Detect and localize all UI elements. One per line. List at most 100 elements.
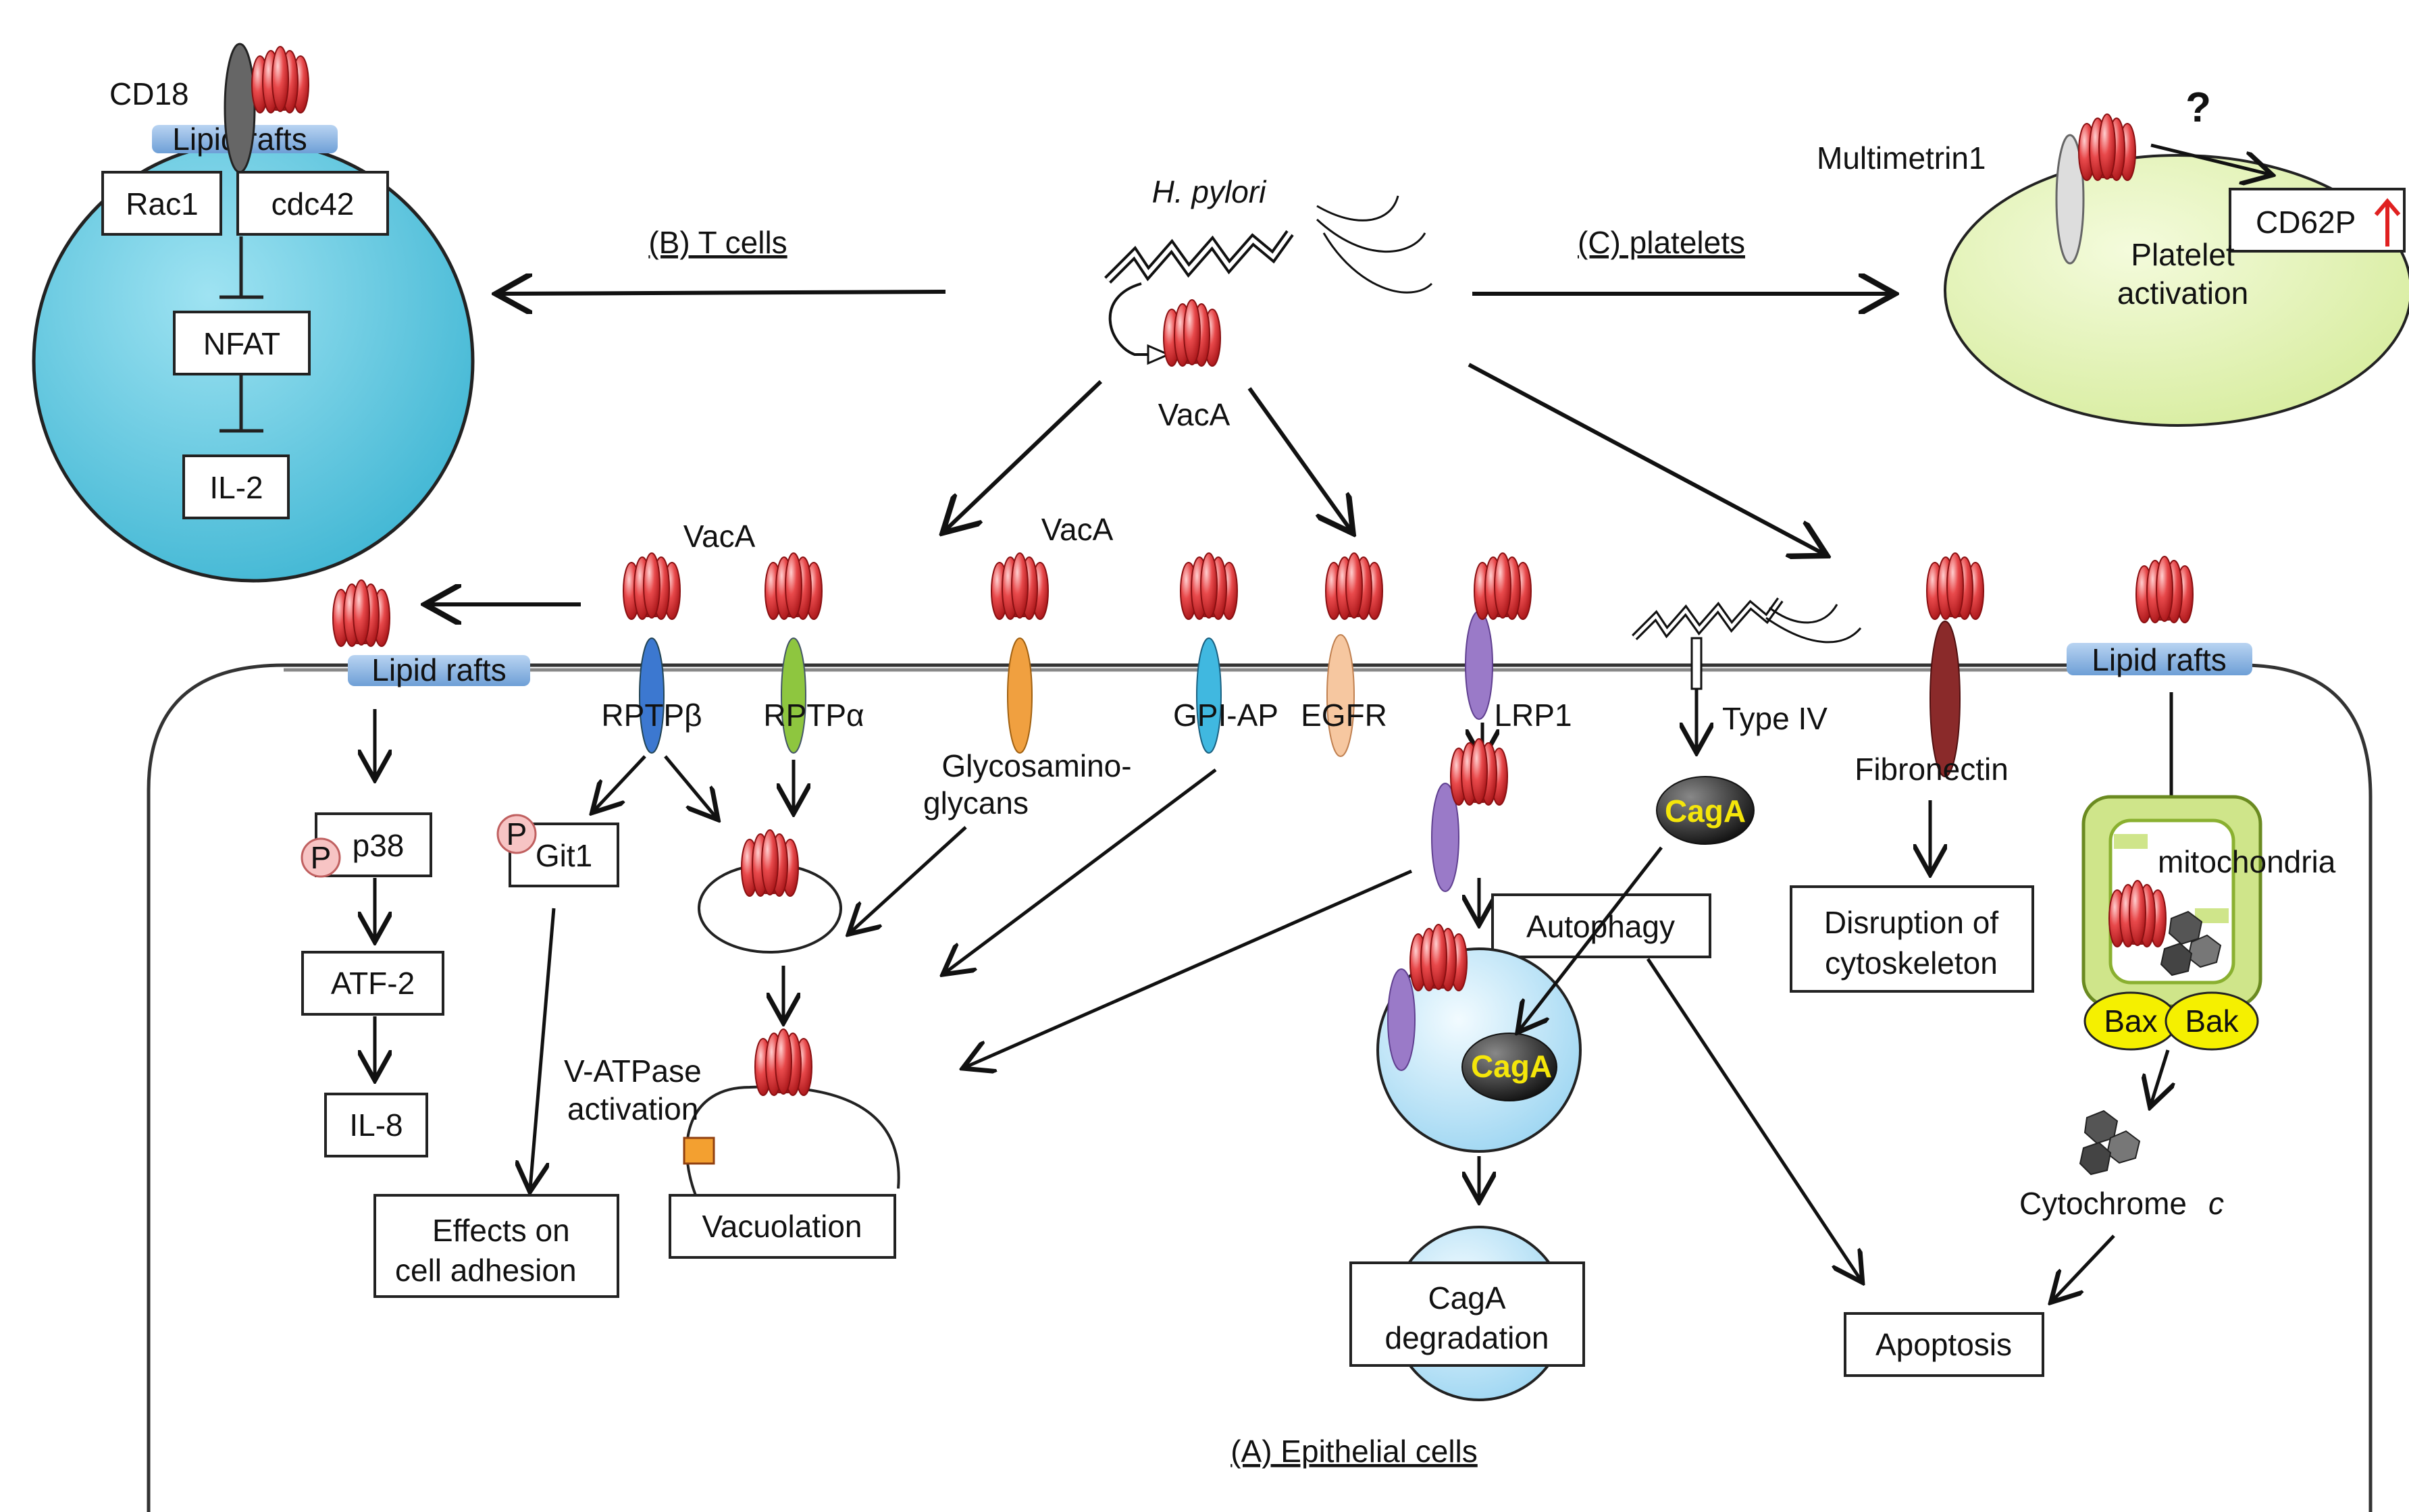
p38-label: p38 [353, 828, 405, 863]
rptpb-vaca [623, 552, 681, 620]
atf2-label: ATF-2 [331, 966, 415, 1001]
arrow-to-t-cells [500, 292, 946, 294]
h-pylori-label: H. pylori [1152, 174, 1267, 209]
cagA-inner-label: CagA [1471, 1049, 1552, 1084]
platelet-activation-line1: Platelet [2131, 237, 2235, 272]
epithelial-heading: (A) Epithelial cells [1231, 1434, 1478, 1469]
question-mark: ? [2185, 84, 2211, 131]
platelets-heading: (C) platelets [1578, 225, 1745, 260]
git1-p-label: P [507, 816, 527, 852]
cdc42-label: cdc42 [271, 186, 355, 221]
type-iv-bacterium [1634, 600, 1862, 750]
vacuolation-box [669, 1194, 896, 1259]
bak [2165, 991, 2259, 1051]
rac1-label: Rac1 [126, 186, 198, 221]
rptpb-label: RPTPβ [601, 698, 702, 733]
rptpa-label: RPTPα [763, 698, 864, 733]
git1-phospho [496, 814, 537, 854]
il2-label: IL-2 [209, 470, 263, 505]
adhesion-box [373, 1194, 619, 1298]
disruption-label-1: Disruption of [1824, 905, 1998, 940]
vacuole [685, 1085, 900, 1196]
multimetrin-label: Multimetrin1 [1817, 140, 1986, 176]
lipid-rafts-left-vaca [332, 579, 390, 647]
lipid-rafts-right-vaca [2135, 556, 2194, 623]
gpiap-label: GPI-AP [1173, 698, 1278, 733]
il2-box [182, 454, 290, 519]
vaca-left-label: VacA [683, 519, 756, 554]
arrow-to-type-iv [1468, 363, 1823, 554]
t-cells-heading: (B) T cells [648, 225, 787, 260]
bax-label: Bax [2104, 1003, 2157, 1039]
mitochondria-vaca [2108, 880, 2167, 947]
cd62p-box [2229, 188, 2406, 253]
adhesion-label-2: cell adhesion [395, 1253, 577, 1288]
apoptosis-box [1844, 1312, 2044, 1377]
lrp1-label: LRP1 [1494, 698, 1572, 733]
cd18-receptor [224, 43, 256, 174]
vaca-mid-label: VacA [1041, 512, 1114, 547]
vatpase-label-2: activation [567, 1091, 698, 1126]
cd62p-label: CD62P [2256, 205, 2356, 240]
arrow-to-vaca-right [1247, 387, 1351, 530]
il8-box [324, 1093, 428, 1157]
p38-phospho [301, 837, 341, 878]
type-iv-label: Type IV [1722, 701, 1828, 736]
cytochrome-label: Cytochrome [2019, 1186, 2187, 1221]
lipid-rafts-right-label: Lipid rafts [2092, 642, 2226, 677]
mitochondria-label: mitochondria [2158, 844, 2336, 879]
multimetrin-arrow [2150, 143, 2269, 174]
cytochrome-c-label: c [2208, 1186, 2224, 1221]
il8-label: IL-8 [349, 1107, 403, 1143]
platelet-panel: Multimetrin1 ? CD62P Platelet activation [1817, 84, 2409, 427]
git1-label: Git1 [536, 838, 592, 873]
vacuole-vaca [754, 1028, 812, 1096]
lrp1-vaca [1474, 552, 1532, 620]
t-cell-panel: Lipid rafts CD18 Rac1 cdc42 NFAT IL-2 [32, 43, 475, 583]
secreted-vaca-label: VacA [1158, 397, 1231, 432]
platelet-vaca [2078, 113, 2136, 181]
gag-label-2: glycans [923, 785, 1029, 820]
cagA-degradation-label-2: degradation [1385, 1320, 1549, 1355]
adhesion-label-1: Effects on [432, 1213, 570, 1248]
platelet-activation-line2: activation [2117, 276, 2248, 311]
arrow-to-vaca-left [946, 380, 1103, 530]
cytochrome-c-cluster [2079, 1110, 2141, 1176]
p38-p-label: P [311, 840, 332, 875]
vatpase-label-1: V-ATPase [564, 1053, 702, 1089]
autophagosome-vaca [1409, 924, 1468, 991]
egfr-label: EGFR [1301, 698, 1387, 733]
lipid-rafts-right-bar [2067, 643, 2252, 675]
rptpa-vaca [765, 552, 823, 620]
fibronectin-vaca [1926, 552, 1984, 620]
vacuolation-label: Vacuolation [702, 1209, 862, 1244]
egfr-vaca [1325, 552, 1383, 620]
v-atpase [683, 1137, 715, 1165]
endosome-vaca [741, 829, 799, 897]
cagA-degradation-box [1349, 1261, 1585, 1367]
disruption-label-2: cytoskeleton [1825, 945, 1998, 981]
cdc42-box [236, 171, 389, 236]
gpiap-vaca [1180, 552, 1238, 620]
cagA-inner [1461, 1033, 1557, 1101]
gag-label-1: Glycosamino- [941, 748, 1131, 783]
cd62p-up-arrow [2374, 198, 2401, 246]
bak-label: Bak [2185, 1003, 2239, 1039]
cagA-top-label: CagA [1665, 793, 1746, 829]
t-cell-vaca [251, 46, 309, 113]
gag-vaca [991, 552, 1049, 620]
disruption-box [1790, 885, 2034, 993]
multimetrin-receptor [2055, 134, 2085, 265]
cd18-label: CD18 [109, 76, 189, 111]
lrp1-internal-vaca [1450, 738, 1508, 806]
atf2-box [301, 951, 444, 1016]
apoptosis-label: Apoptosis [1875, 1327, 2012, 1362]
cytochrome-c-cluster-inner [2160, 910, 2222, 976]
secreted-vaca [1163, 299, 1221, 367]
h-pylori-bacterium [1108, 195, 1433, 365]
fibronectin-label: Fibronectin [1855, 752, 2009, 787]
epithelial-cell-outline [147, 663, 2373, 1512]
cagA-top [1656, 776, 1755, 845]
rac1-box [101, 171, 222, 236]
lipid-rafts-left-label: Lipid rafts [371, 652, 506, 687]
